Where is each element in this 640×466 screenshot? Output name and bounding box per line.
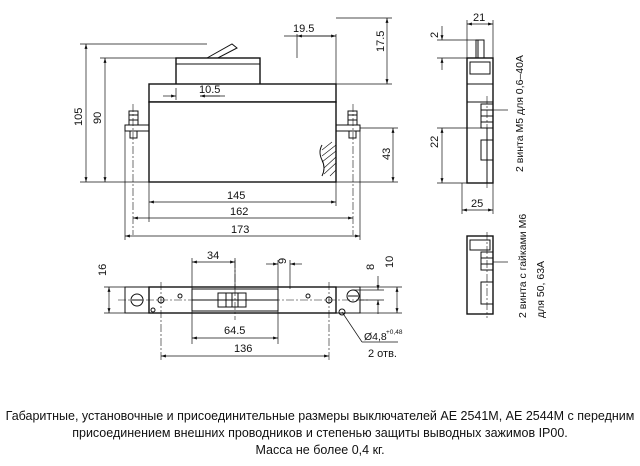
dim-21: 21	[473, 12, 485, 24]
dim-64-5: 64.5	[224, 325, 245, 337]
front-view-dimensions: 19.5 17.5 10.5 105 90 43 145 162	[73, 17, 398, 240]
side-view	[466, 39, 494, 190]
terminal-right	[335, 124, 361, 132]
note-screws-m6-line1: 2 винта с гайками М6	[517, 214, 529, 318]
dim-34: 34	[207, 250, 219, 262]
lower-housing	[148, 101, 337, 183]
caption-line-1: Габаритные, установочные и присоединител…	[5, 409, 635, 423]
dim-16: 16	[97, 264, 109, 276]
dim-17-5: 17.5	[375, 31, 387, 52]
side-view-dimensions: 21 2 22 25 2 винта М5 для 0,6–40А	[429, 12, 526, 214]
dim-2: 2	[429, 32, 441, 38]
terminal-screw-right	[347, 110, 358, 139]
hole-diameter: Ø4,8	[364, 331, 387, 343]
front-view	[124, 43, 361, 235]
dim-173: 173	[231, 224, 249, 236]
hole-count: 2 отв.	[368, 348, 397, 360]
side-view-large-current: 2 винта с гайками М6 для 50, 63А	[466, 214, 547, 318]
dim-8: 8	[365, 264, 377, 270]
side-body	[466, 57, 494, 184]
note-screws-m5: 2 винта М5 для 0,6–40А	[514, 55, 526, 172]
hole-tolerance: +0,48	[386, 329, 403, 336]
dim-9: 9	[277, 258, 289, 264]
note-screws-m6-line2: для 50, 63А	[535, 261, 547, 318]
cutaway-section	[319, 141, 337, 177]
dim-43: 43	[381, 148, 393, 160]
dim-10-5: 10.5	[199, 84, 220, 96]
terminal-left	[124, 124, 150, 132]
plan-view	[118, 260, 370, 360]
dim-10: 10	[384, 256, 396, 268]
dim-162: 162	[230, 206, 248, 218]
dim-90: 90	[92, 112, 104, 124]
dim-145: 145	[227, 190, 245, 202]
middle-housing	[148, 83, 337, 103]
caption-line-2: присоединением внешних проводников и сте…	[72, 426, 568, 440]
terminal-screw-left	[128, 110, 139, 139]
dim-136: 136	[234, 343, 252, 355]
figure-caption: Габаритные, установочные и присоединител…	[0, 408, 640, 459]
dim-22: 22	[429, 136, 441, 148]
caption-line-3: Масса не более 0,4 кг.	[255, 443, 385, 457]
dim-25: 25	[471, 198, 483, 210]
dim-19-5: 19.5	[293, 23, 314, 35]
technical-drawing: 19.5 17.5 10.5 105 90 43 145 162	[73, 12, 547, 360]
dim-105: 105	[73, 108, 85, 126]
plan-view-dimensions: 34 9 8 10 16 64.5 136 Ø4,8 +0,48	[97, 250, 403, 360]
